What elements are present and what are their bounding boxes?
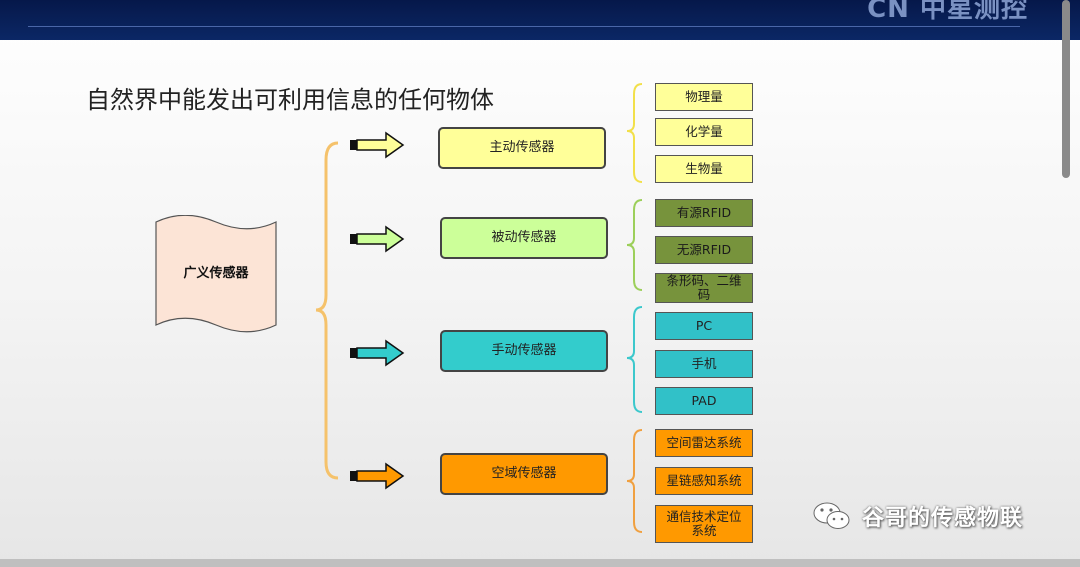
leaf-starlink: 星链感知系统 (655, 467, 753, 495)
leaf-passive-rfid: 无源RFID (655, 236, 753, 264)
bottom-bar (0, 559, 1080, 567)
arrow-1 (350, 131, 405, 159)
wechat-icon (813, 502, 850, 529)
leaf-comm-positioning: 通信技术定位系统 (655, 505, 753, 543)
arrow-4 (350, 462, 405, 490)
category-active: 主动传感器 (438, 127, 606, 169)
brace-1 (626, 83, 643, 183)
scrollbar[interactable] (1062, 0, 1070, 178)
root-shape (155, 215, 277, 333)
leaf-physical: 物理量 (655, 83, 753, 111)
category-manual: 手动传感器 (440, 330, 608, 372)
brace-4 (626, 429, 643, 533)
header-bar: CN 中星测控 (0, 0, 1080, 40)
logo: CN 中星测控 (867, 0, 1028, 24)
leaf-phone: 手机 (655, 350, 753, 378)
watermark-text: 谷哥的传感物联 (862, 506, 1024, 531)
header-rule (28, 26, 1020, 27)
root-label: 广义传感器 (183, 266, 249, 281)
leaf-barcode: 条形码、二维码 (655, 273, 753, 303)
brace-2 (626, 199, 643, 291)
leaf-active-rfid: 有源RFID (655, 199, 753, 227)
leaf-biological: 生物量 (655, 155, 753, 183)
leaf-pad: PAD (655, 387, 753, 415)
leaf-chemical: 化学量 (655, 118, 753, 146)
category-airspace: 空域传感器 (440, 453, 608, 495)
page-title: 自然界中能发出可利用信息的任何物体 (86, 86, 494, 114)
main-brace (315, 141, 339, 480)
brace-3 (626, 306, 643, 413)
arrow-2 (350, 225, 405, 253)
arrow-3 (350, 339, 405, 367)
watermark: 谷哥的传感物联 (812, 500, 1023, 532)
leaf-space-radar: 空间雷达系统 (655, 429, 753, 457)
category-passive: 被动传感器 (440, 217, 608, 259)
leaf-pc: PC (655, 312, 753, 340)
